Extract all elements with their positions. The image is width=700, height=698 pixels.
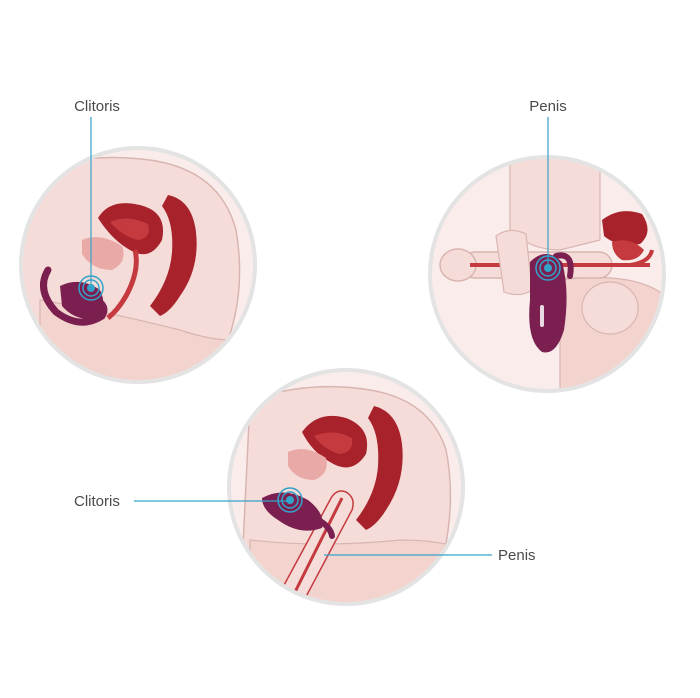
panel-top-right: Penis — [428, 98, 666, 393]
uterus-inner — [314, 432, 353, 454]
vibration-ring — [277, 487, 303, 513]
urethra-curve — [629, 249, 654, 267]
label-penis: Penis — [529, 98, 567, 115]
testicles — [581, 281, 639, 335]
bladder — [602, 211, 648, 245]
urethra — [288, 497, 344, 602]
label-penis: Penis — [498, 547, 536, 564]
rectum — [150, 195, 197, 316]
penis-shaft — [274, 490, 354, 602]
bladder — [288, 449, 327, 480]
uterus-inner — [110, 218, 149, 240]
leg-shape — [249, 539, 451, 602]
label-clitoris: Clitoris — [74, 98, 120, 115]
device-body — [529, 254, 567, 353]
vaginal-canal — [106, 249, 139, 320]
vibration-ring — [281, 491, 299, 509]
device-ring — [297, 509, 335, 539]
device-ring — [40, 266, 108, 326]
vibration-ring — [544, 264, 552, 272]
rectum — [356, 406, 403, 530]
panel-bottom: Clitoris Penis — [74, 368, 536, 606]
vibration-ring — [87, 284, 95, 292]
vibration-ring — [286, 496, 294, 504]
device-ring — [553, 252, 574, 279]
prostate — [612, 240, 644, 261]
label-clitoris: Clitoris — [74, 493, 120, 510]
bladder — [82, 237, 124, 270]
device-button — [540, 305, 544, 327]
panel-top-left: Clitoris — [19, 98, 257, 384]
